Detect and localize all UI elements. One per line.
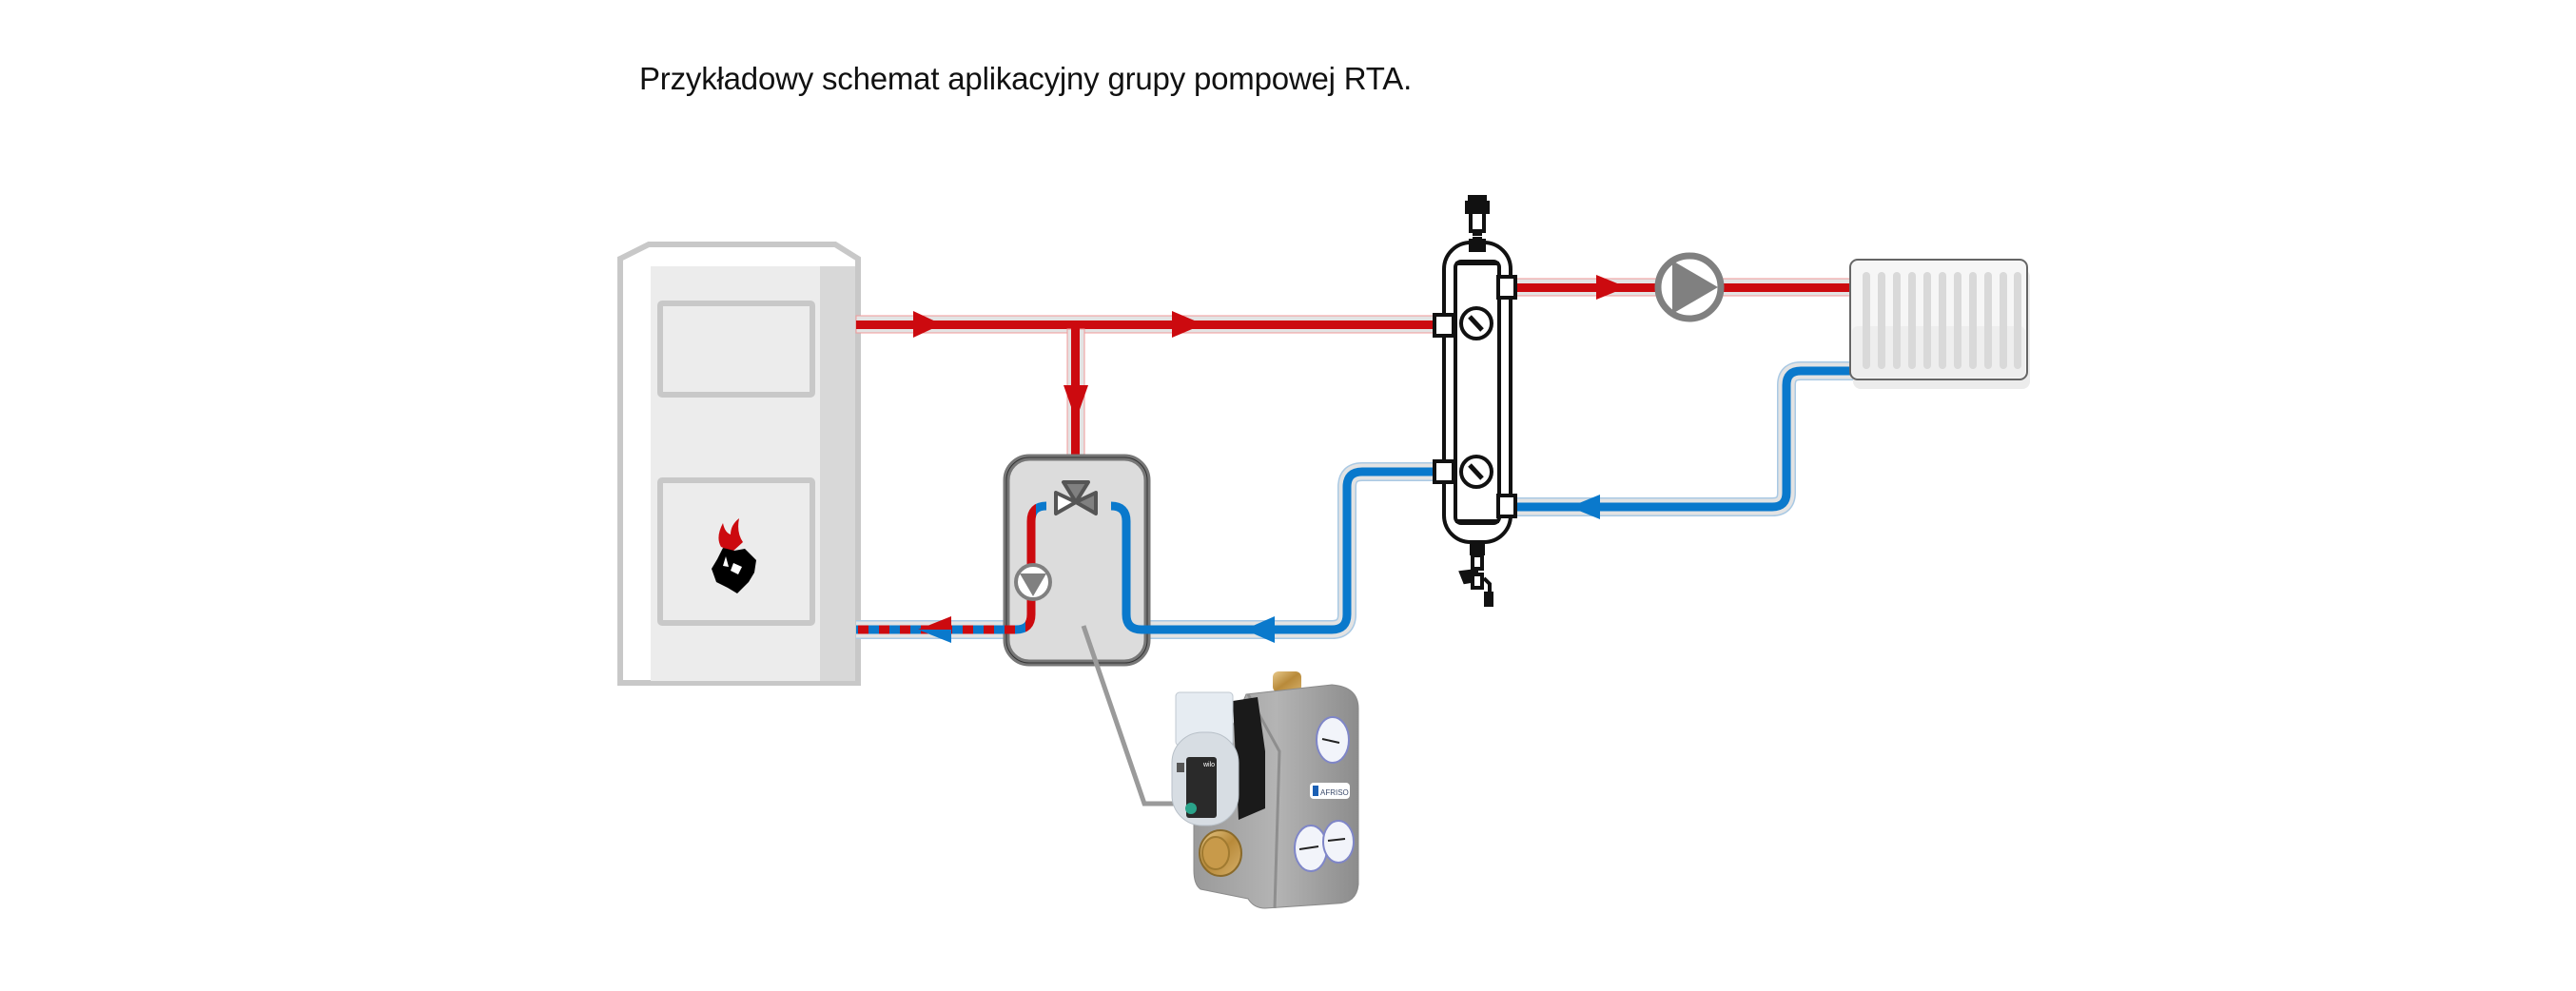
leader-line — [1081, 625, 1180, 806]
pump-brand-label: wilo — [1202, 762, 1215, 768]
boiler-upper-door — [657, 301, 815, 398]
supply-arrow-icon — [1596, 275, 1627, 300]
hydraulic-separator — [1433, 195, 1517, 607]
separator-connector — [1433, 459, 1455, 484]
supply-pipe-main — [855, 315, 1447, 334]
radiator — [1849, 259, 2030, 389]
brand-label: AFRISO — [1320, 788, 1349, 797]
gauge-icon — [1294, 825, 1328, 872]
mixed-arrow-red-icon — [918, 616, 951, 630]
flow-arrows — [913, 275, 1627, 643]
coal-flame-icon — [712, 518, 756, 593]
pump-motor: wilo — [1171, 691, 1265, 826]
separator-connector — [1433, 313, 1455, 338]
pump-group — [856, 454, 1446, 667]
return-pipe-to-pump-group — [1110, 462, 1446, 639]
radiator-fins — [1863, 272, 2021, 369]
top-fitting — [1273, 671, 1301, 692]
thermometer-icon — [1459, 306, 1493, 340]
mixed-arrow-blue-icon — [918, 630, 951, 643]
return-pipe-from-radiator — [1512, 361, 1853, 516]
supply-arrow-icon — [1172, 311, 1203, 338]
air-vent-icon — [1465, 195, 1490, 252]
gauge-icon — [1322, 820, 1355, 864]
heating-pump-icon — [1654, 252, 1725, 322]
brand-badge: AFRISO — [1310, 783, 1350, 799]
supply-arrow-down-icon — [1064, 385, 1088, 420]
product-photo: wilo AFRISO — [1171, 671, 1359, 909]
diagram-title: Przykładowy schemat aplikacyjny grupy po… — [639, 61, 1413, 96]
separator-connector — [1496, 275, 1517, 300]
thermometer-icon — [1459, 455, 1493, 489]
return-arrow-icon — [1570, 495, 1600, 519]
boiler — [617, 242, 861, 686]
drain-valve-icon — [1458, 542, 1493, 607]
return-arrow-icon — [1244, 616, 1275, 643]
gauge-icon — [1316, 716, 1350, 764]
brass-fitting — [1199, 829, 1242, 877]
separator-connector — [1496, 494, 1517, 518]
mixing-valve-icon — [1054, 480, 1098, 515]
pump-group-pump-icon — [1014, 563, 1052, 601]
supply-arrow-icon — [913, 311, 942, 338]
